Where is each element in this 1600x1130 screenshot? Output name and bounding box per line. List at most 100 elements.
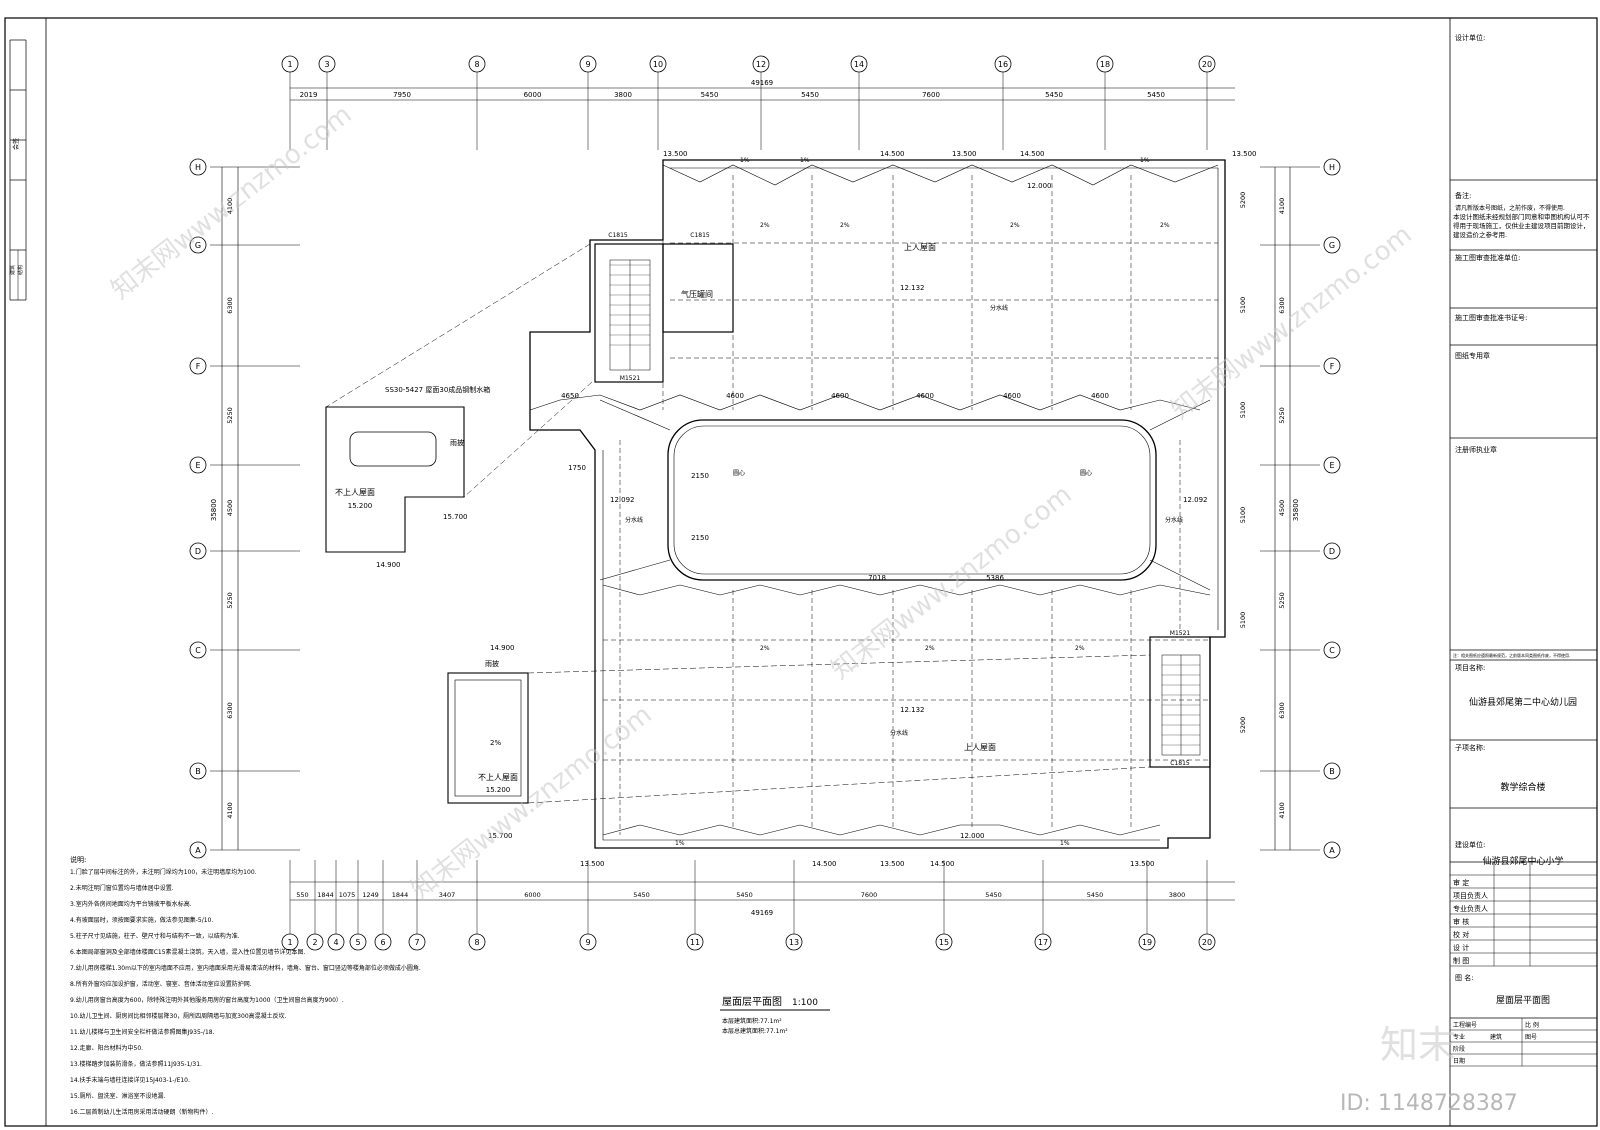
elev-14900-left: 14.900	[376, 561, 401, 569]
note-13: 13.楼梯踏步加装防滑条，做法参照11J935-1/31.	[70, 1060, 202, 1068]
left-axis-E-label: E	[195, 461, 200, 470]
inner-right-dim-3: 5100	[1239, 507, 1247, 524]
bottom-axis-5: 5	[349, 933, 367, 951]
dim-2150-b: 2150	[691, 534, 709, 542]
dim-4650: 4650	[561, 392, 579, 400]
drawing-name-label: 图 名:	[1455, 973, 1474, 982]
right-axis-C-label: C	[1329, 646, 1335, 655]
right-axis-E: E	[1323, 456, 1341, 474]
top-axis-3-label: 3	[324, 60, 329, 69]
top-axis-10: 10	[649, 55, 667, 73]
fine-note: 注：相关图纸应遵照最新规范，之前版本同类图纸作废，不得使用.	[1453, 652, 1570, 658]
top-axis-20-label: 20	[1202, 60, 1212, 69]
bottom-dim-0: 550	[296, 891, 308, 899]
date-label: 日期	[1453, 1057, 1465, 1065]
no-access-roof-label-2: 不上人屋面	[478, 773, 518, 782]
no-access-roof-label-1: 不上人屋面	[335, 488, 375, 497]
top-dim-4: 5450	[701, 91, 719, 99]
left-axis-A-label: A	[195, 846, 201, 855]
left-dim-5: 6300	[226, 702, 234, 719]
right-axis-D-label: D	[1329, 547, 1335, 556]
dim-4600-4: 4600	[1003, 392, 1021, 400]
elev-12132-n: 12.132	[900, 284, 925, 292]
inner-right-dim-5: 5200	[1239, 717, 1247, 734]
dim-4600-2: 4600	[831, 392, 849, 400]
left-axis-F: F	[189, 357, 207, 375]
circle-center-w: 圆心	[733, 470, 745, 477]
left-total-dim: 35800	[210, 499, 218, 521]
bottom-axis-19-label: 19	[1142, 938, 1152, 947]
slope-2pct-1: 2%	[760, 222, 770, 229]
left-dim-0: 4100	[226, 198, 234, 215]
slope-2pct-6: 2%	[925, 645, 935, 652]
left-dim-4: 5250	[226, 592, 234, 609]
left-axis-C-label: C	[195, 646, 201, 655]
stair-core-south	[1149, 636, 1211, 768]
slope-2pct-7: 2%	[1075, 645, 1085, 652]
window-c1815-n2: C1815	[690, 232, 710, 239]
project-name: 仙游县郊尾第二中心幼儿园	[1469, 696, 1577, 708]
note-14: 14.扶手末端与墙柱连接详见15J403-1-/E10.	[70, 1076, 190, 1084]
top-axis-9-label: 9	[585, 60, 590, 69]
note-9: 9.幼儿用房窗台高度为600，除特殊注明外其他服务用房的窗台高度为1000（卫生…	[70, 996, 344, 1004]
signoff-4: 校 对	[1453, 930, 1469, 939]
right-axis-B: B	[1323, 762, 1341, 780]
left-dim-2: 5250	[226, 407, 234, 424]
inner-right-dim-2: 5100	[1239, 402, 1247, 419]
bottom-dim-1: 1844	[317, 891, 334, 899]
dim-1750: 1750	[568, 464, 586, 472]
inner-right-dim-1: 5100	[1239, 297, 1247, 314]
signoff-2: 专业负责人	[1453, 904, 1488, 913]
area-note-2: 本层总建筑面积:77.1m²	[722, 1027, 788, 1035]
bottom-axis-20: 20	[1198, 933, 1216, 951]
bottom-dim-3: 1249	[362, 891, 379, 899]
top-axis-20: 20	[1198, 55, 1216, 73]
remarks-label: 备注:	[1455, 191, 1471, 200]
right-axis-E-label: E	[1329, 461, 1334, 470]
water-tank-note: SS30-5427 屋面30成品钢制水箱	[385, 385, 490, 394]
bottom-axis-4: 4	[327, 933, 345, 951]
elev-13500-sw: 13.500	[580, 860, 605, 868]
right-axis-C: C	[1323, 641, 1341, 659]
bottom-dim-12: 3800	[1169, 891, 1186, 899]
top-axis-12: 12	[752, 55, 770, 73]
left-axis-A: A	[189, 841, 207, 859]
left-axis-H: H	[189, 158, 207, 176]
left-axis-F-label: F	[196, 362, 201, 371]
bottom-dim-4: 1844	[392, 891, 409, 899]
left-axis-H-label: H	[195, 163, 201, 172]
elev-13500-s: 13.500	[880, 860, 905, 868]
right-axis-G-label: G	[1329, 241, 1335, 250]
top-dim-0: 2019	[300, 91, 318, 99]
bottom-axis-20-label: 20	[1202, 938, 1212, 947]
dim-2150-a: 2150	[691, 472, 709, 480]
top-dim-2: 6000	[524, 91, 542, 99]
bottom-axis-9-label: 9	[585, 938, 590, 947]
bottom-total-dim: 49169	[751, 909, 773, 917]
right-axis-column: HGFEDCBA41006300525045005250630041005200…	[1239, 158, 1341, 859]
slope-1pct-3: 1%	[1140, 157, 1150, 164]
slope-1pct-1: 1%	[740, 157, 750, 164]
top-axis-12-label: 12	[756, 60, 766, 69]
sheet-no-label: 图号	[1525, 1034, 1537, 1041]
right-axis-G: G	[1323, 236, 1341, 254]
elev-14500-n2: 14.500	[1020, 150, 1045, 158]
top-axis-9: 9	[579, 55, 597, 73]
right-dim-1: 6300	[1278, 297, 1286, 314]
dim-4600-3: 4600	[916, 392, 934, 400]
notes-heading: 说明:	[70, 855, 86, 864]
elev-13500-se: 13.500	[1130, 860, 1155, 868]
bottom-axis-17-label: 17	[1038, 938, 1048, 947]
slope-1pct-5: 1%	[1060, 840, 1070, 847]
bottom-dim-8: 5450	[736, 891, 753, 899]
scale-label: 比 例	[1525, 1021, 1539, 1029]
divider-line-e: 分水线	[1165, 516, 1183, 524]
registered-seal-label: 注册师执业章	[1455, 445, 1497, 454]
note-8: 8.所有外窗均应加设护窗，活动室、寝室、音体活动室应设置防护网.	[70, 980, 252, 988]
bottom-dim-11: 5450	[1087, 891, 1104, 899]
stamp-label: 图纸专用章	[1455, 351, 1490, 360]
elev-14500-s2: 14.500	[930, 860, 955, 868]
watermark-brand: 知末	[1380, 1023, 1456, 1067]
note-4: 4.有坡面层时，须按图要求实施，做法参见图集-5/10.	[70, 916, 213, 924]
